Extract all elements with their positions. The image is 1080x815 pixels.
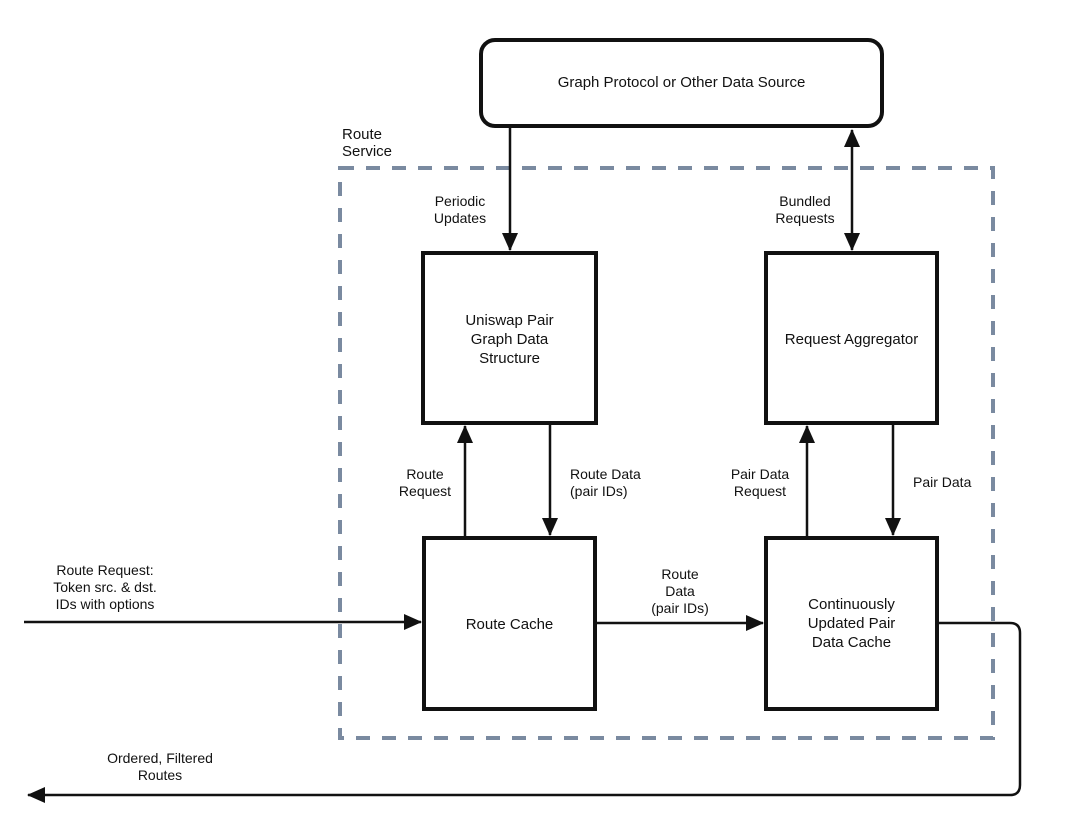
periodic-updates-label: Periodic Updates [433, 193, 487, 226]
route-data-cache-label: Route Data (pair IDs) [651, 566, 709, 616]
pair-data-request-label: Pair Data Request [730, 466, 790, 499]
data-source-node[interactable] [479, 38, 884, 128]
route-service-label: Route Service [342, 126, 393, 160]
data-source-label: Graph Protocol or Other Data Source [557, 74, 806, 91]
route-data-internal-label: Route Data (pair IDs) [570, 466, 641, 499]
route-request-input-label: Route Request: Token src. & dst. IDs wit… [53, 562, 157, 612]
ordered-routes-output-label: Ordered, Filtered Routes [107, 750, 213, 783]
route-request-internal-label: Route Request [398, 466, 452, 499]
pair-data-cache-node[interactable] [764, 536, 939, 711]
ordered-routes-output-arrow [27, 621, 1022, 803]
pair-data-cache-label: Continuously Updated Pair Data Cache [807, 596, 896, 651]
route-service-boundary [338, 166, 995, 740]
request-aggregator-label: Request Aggregator [784, 331, 919, 348]
route-cache-node[interactable] [422, 536, 597, 711]
pair-graph-node[interactable] [421, 251, 598, 425]
request-aggregator-node[interactable] [764, 251, 939, 425]
pair-data-label: Pair Data [913, 474, 972, 490]
pair-graph-label: Uniswap Pair Graph Data Structure [465, 312, 554, 367]
route-cache-label: Route Cache [465, 616, 554, 633]
bundled-requests-label: Bundled Requests [775, 193, 835, 226]
